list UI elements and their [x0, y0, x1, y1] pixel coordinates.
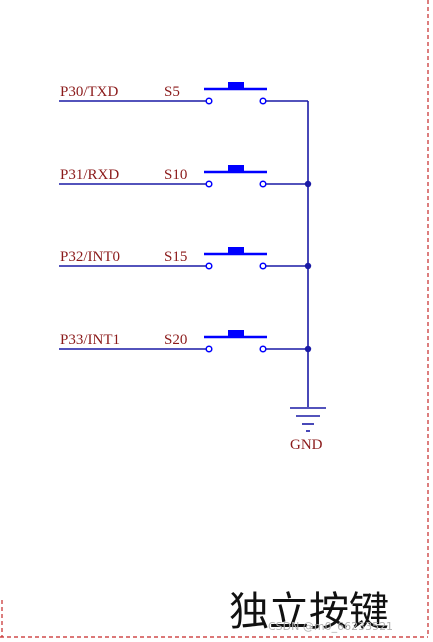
switch-terminal — [259, 97, 267, 105]
junction-dot — [304, 262, 312, 270]
switch-terminal — [259, 262, 267, 270]
switch-terminal — [205, 345, 213, 353]
switch-plunger — [228, 247, 244, 254]
switch-row: P30/TXD S5 — [59, 82, 308, 105]
switch-ref-label: S5 — [164, 84, 180, 100]
net-label: P33/INT1 — [60, 332, 120, 348]
switch-row: P33/INT1 S20 — [59, 330, 312, 353]
switch-ref-label: S10 — [164, 167, 187, 183]
switch-ref-label: S20 — [164, 332, 187, 348]
switch-plunger — [228, 165, 244, 172]
junction-dot — [304, 345, 312, 353]
switch-terminal — [205, 180, 213, 188]
net-label: P31/RXD — [60, 167, 119, 183]
switch-ref-label: S15 — [164, 249, 187, 265]
switch-terminal — [205, 97, 213, 105]
switch-terminal — [259, 345, 267, 353]
switch-plunger — [228, 82, 244, 89]
net-label: P30/TXD — [60, 84, 119, 100]
switch-terminal — [259, 180, 267, 188]
watermark-text: CSDN @m0_66233521 — [268, 620, 393, 633]
ground-symbol — [290, 407, 326, 432]
switch-plunger — [228, 330, 244, 337]
switch-terminal — [205, 262, 213, 270]
junction-dot — [304, 180, 312, 188]
switch-row: P32/INT0 S15 — [59, 247, 312, 270]
switch-row: P31/RXD S10 — [59, 165, 312, 188]
title-block-text: 独立按键 — [229, 589, 389, 635]
ground-label: GND — [290, 437, 323, 453]
net-label: P32/INT0 — [60, 249, 120, 265]
